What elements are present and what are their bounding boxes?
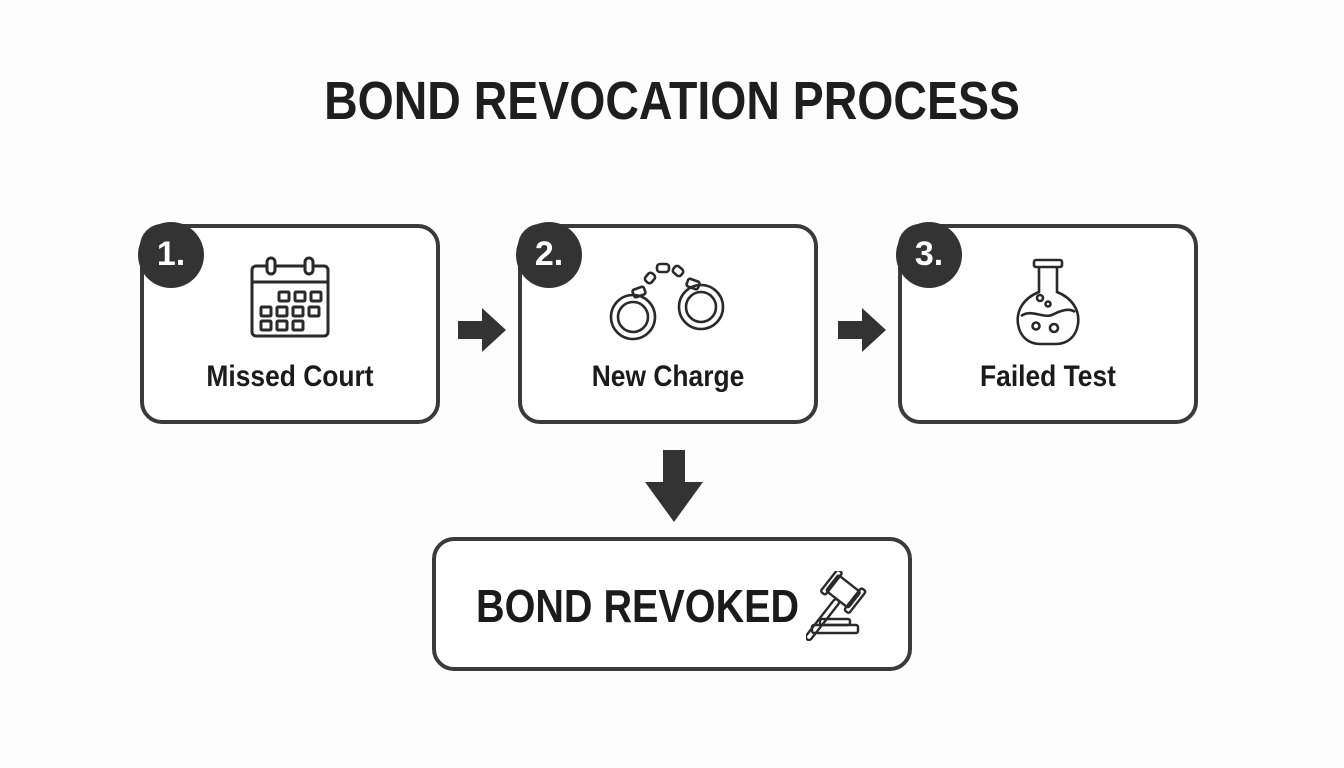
result-bond-revoked: BOND REVOKED (432, 537, 912, 671)
step-label: Missed Court (206, 360, 374, 393)
diagram-title: BOND REVOCATION PROCESS (324, 71, 1020, 131)
calendar-icon (248, 256, 332, 345)
step-number-badge: 1. (138, 222, 204, 288)
flask-icon (1014, 258, 1082, 353)
arrow-down-icon (644, 450, 704, 529)
step-missed-court: 1. Missed Court (138, 222, 440, 424)
step-label: Failed Test (980, 360, 1116, 393)
arrow-right-icon (838, 308, 888, 357)
result-label: BOND REVOKED (476, 580, 800, 632)
step-number-badge: 2. (516, 222, 582, 288)
step-number-badge: 3. (896, 222, 962, 288)
step-failed-test: 3. Failed Test (896, 222, 1198, 424)
step-new-charge: 2. New Charge (516, 222, 818, 424)
step-label: New Charge (591, 360, 745, 393)
arrow-right-icon (458, 308, 508, 357)
handcuffs-icon (609, 262, 727, 349)
gavel-icon (804, 568, 896, 646)
